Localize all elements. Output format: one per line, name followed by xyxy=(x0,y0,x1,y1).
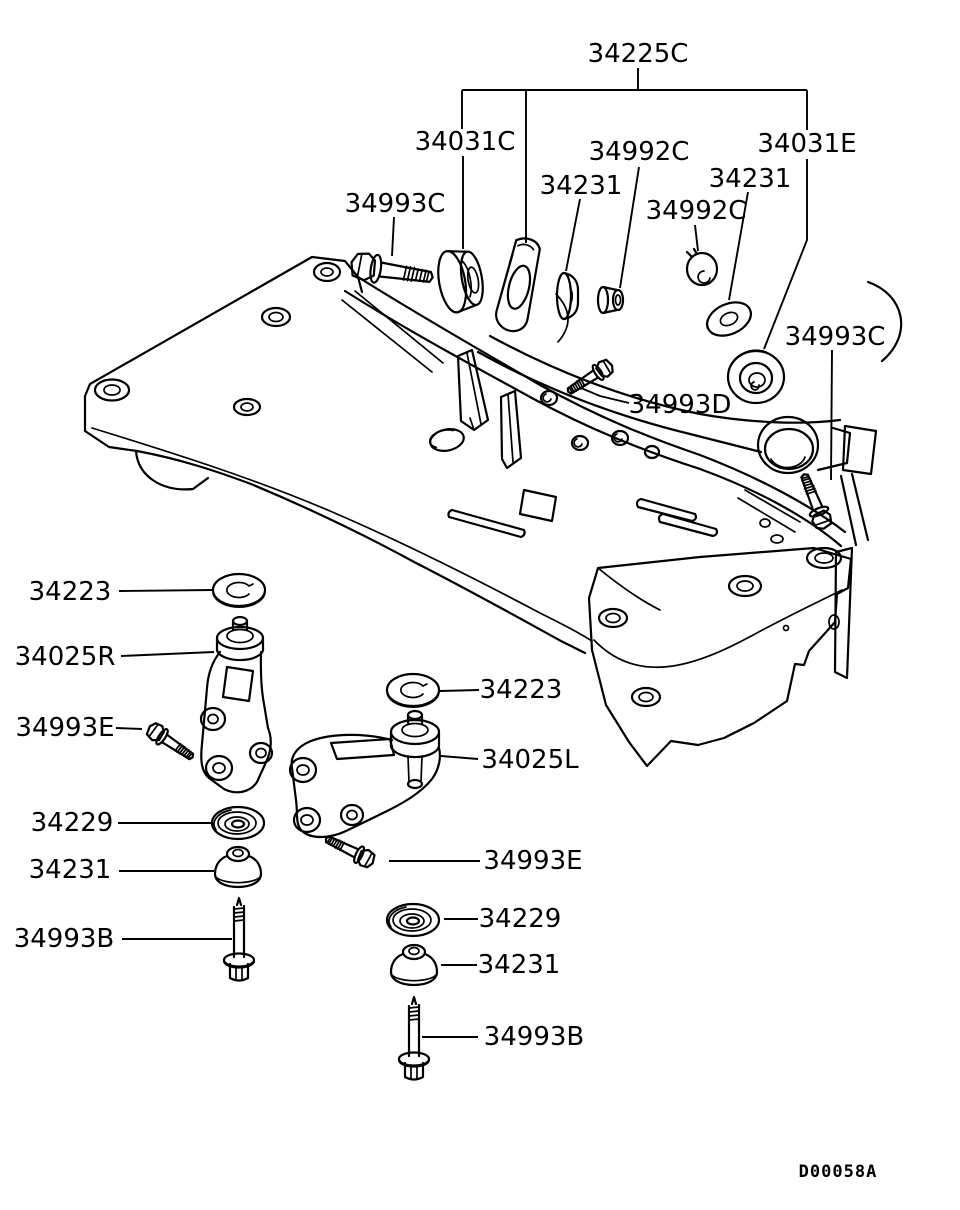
bolt-34993c-right-drawing xyxy=(794,469,836,533)
part-label-34229-l: 34229 xyxy=(30,808,114,838)
part-label-34992c-1: 34992C xyxy=(588,137,690,167)
part-label-34231-r: 34231 xyxy=(477,950,561,980)
crossmember-body xyxy=(85,257,901,766)
stopper-34231-left-drawing xyxy=(213,845,263,889)
bushing-34031c-drawing xyxy=(434,246,487,315)
leader-line-34223-m xyxy=(440,690,479,691)
leader-line-34993c-1 xyxy=(392,217,394,256)
leader-lines xyxy=(116,68,832,1037)
part-label-34231-1: 34231 xyxy=(539,171,623,201)
part-label-34223-m: 34223 xyxy=(479,675,563,705)
part-label-34993e-r: 34993E xyxy=(483,846,583,876)
stabilizer-link-flags xyxy=(458,350,521,468)
washer-34231-top-right-drawing xyxy=(702,296,756,342)
part-label-34229-r: 34229 xyxy=(478,904,562,934)
leader-line-34993e-l xyxy=(116,728,142,729)
leader-line-34025l xyxy=(441,756,478,759)
leader-line-34993c-2 xyxy=(831,350,832,480)
part-label-34993b-r: 34993B xyxy=(483,1022,585,1052)
part-label-34231-2: 34231 xyxy=(708,164,792,194)
bottom-plate-outline xyxy=(589,548,851,766)
arm-assembly-34225c xyxy=(478,336,850,473)
hanger-bars xyxy=(448,499,717,537)
bracket-34025l-drawing xyxy=(290,711,440,837)
washer-34229-right-drawing xyxy=(385,902,441,938)
part-label-34992c-2: 34992C xyxy=(645,196,747,226)
rear-right-structure xyxy=(738,282,901,678)
leader-line-34223-l xyxy=(119,590,212,591)
bushing-34031e-drawing xyxy=(728,350,784,403)
leader-line-34993d xyxy=(581,388,629,403)
part-label-34993d: 34993D xyxy=(628,390,732,420)
part-label-34225c: 34225C xyxy=(587,39,689,69)
leader-line-34992c-2 xyxy=(695,225,698,251)
exploded-parts xyxy=(143,236,836,1081)
rail-bolt-holes xyxy=(541,391,659,458)
part-label-34031c: 34031C xyxy=(414,127,516,157)
leader-line-34231-1 xyxy=(566,199,580,271)
drawing-code: D00058A xyxy=(798,1162,878,1182)
washer-34231-top-left-drawing xyxy=(557,273,578,319)
part-label-34993c-1: 34993C xyxy=(344,189,446,219)
left-plate-bolt-holes xyxy=(95,263,340,415)
washer-34223-left-drawing xyxy=(211,572,267,608)
bolt-34993e-left-drawing xyxy=(143,719,199,766)
part-label-34231-l: 34231 xyxy=(28,855,112,885)
leader-line-34992c-1 xyxy=(620,167,639,288)
leader-line-34231-2 xyxy=(729,192,748,300)
leader-line-34031e xyxy=(764,159,807,349)
arm-end-link-drawing xyxy=(493,236,547,335)
part-label-34025r: 34025R xyxy=(14,642,116,672)
part-label-34993e-l: 34993E xyxy=(15,713,115,743)
part-label-34993b-l: 34993B xyxy=(13,924,115,954)
bracket-34025r-drawing xyxy=(201,617,272,792)
oval-opening xyxy=(428,426,466,454)
washer-34229-left-drawing xyxy=(210,805,266,841)
arm-eye-outer xyxy=(758,417,818,473)
washer-34223-mid-drawing xyxy=(385,672,441,708)
nut-34992c-drawing xyxy=(598,287,623,313)
part-label-34993c-2: 34993C xyxy=(784,322,886,352)
bolt-head-34992c-drawing xyxy=(687,249,717,285)
part-label-34031e: 34031E xyxy=(757,129,857,159)
leader-line-34025r xyxy=(121,652,214,656)
bolt-34993d-drawing xyxy=(562,356,617,400)
part-label-34223-l: 34223 xyxy=(28,577,112,607)
bolt-34993c-left-drawing xyxy=(347,250,436,293)
arm-eye-bore xyxy=(765,429,813,469)
bolt-34993b-right-drawing xyxy=(397,995,431,1081)
stopper-34231-right-drawing xyxy=(389,943,439,987)
bottom-plate-bolt-holes xyxy=(599,548,841,706)
rect-slot xyxy=(520,490,556,521)
bolt-34993e-right-drawing xyxy=(321,829,379,871)
part-label-34025l: 34025L xyxy=(481,745,579,775)
